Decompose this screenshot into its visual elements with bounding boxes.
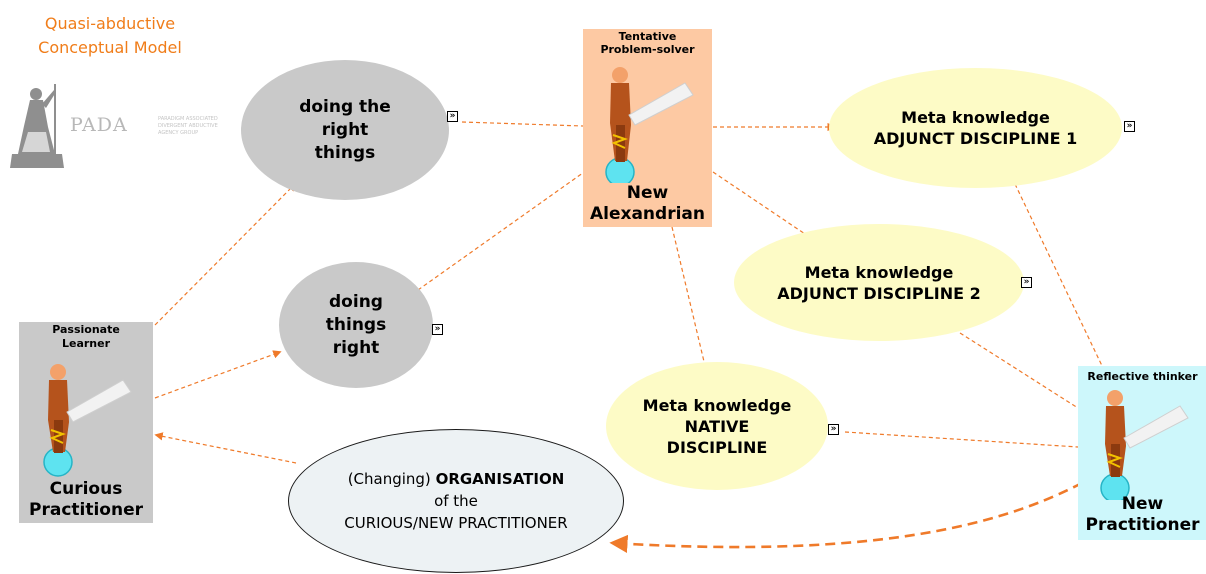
- node-text-line: Meta knowledge: [642, 395, 792, 415]
- card-role-line: Problem-solver: [600, 43, 695, 56]
- node-text-line: things: [325, 314, 387, 335]
- link-things-right-to-alexandrian: [417, 169, 588, 291]
- node-text-line: ADJUNCT DISCIPLINE 2: [777, 283, 981, 303]
- expand-icon[interactable]: »: [432, 324, 443, 335]
- node-text-line: ADJUNCT DISCIPLINE 1: [873, 129, 1078, 148]
- logo-fine-print: PARADIGM ASSOCIATED DIVERGENT ABDUCTIVE …: [158, 116, 218, 136]
- org-prefix: (Changing): [347, 470, 436, 488]
- card-curious-practitioner[interactable]: Passionate Learner Curious Practitioner: [19, 322, 153, 523]
- card-role-line: Learner: [61, 337, 111, 350]
- node-text-line: doing the: [299, 96, 391, 117]
- org-emphasis: ORGANISATION: [435, 470, 565, 488]
- node-native-discipline[interactable]: Meta knowledge NATIVE DISCIPLINE: [606, 362, 828, 490]
- link-right-things-to-alexandrian: [461, 121, 584, 127]
- card-role-line: Reflective thinker: [1087, 370, 1198, 383]
- card-role-line: Passionate: [52, 323, 120, 336]
- card-new-alexandrian[interactable]: Tentative Problem-solver New Alexandrian: [583, 29, 712, 227]
- expand-icon[interactable]: »: [447, 111, 458, 122]
- card-name-line: Practitioner: [29, 500, 143, 520]
- node-text-line: right: [332, 337, 380, 358]
- node-text-line: DISCIPLINE: [666, 437, 768, 457]
- thinker-figure-icon: [605, 67, 694, 183]
- pada-logo: PADA PARADIGM ASSOCIATED DIVERGENT ABDUC…: [8, 82, 218, 172]
- node-organisation[interactable]: (Changing) ORGANISATION of the CURIOUS/N…: [288, 429, 624, 573]
- card-name-line: Practitioner: [1085, 515, 1200, 535]
- card-name-line: New: [1121, 494, 1164, 514]
- card-name-line: Alexandrian: [589, 204, 705, 224]
- link-adjunct1-to-reflective: [1014, 183, 1105, 371]
- node-text-line: of the: [434, 492, 478, 510]
- title-line-1: Quasi-abductive: [44, 14, 176, 33]
- link-alexandrian-to-adjunct2: [712, 171, 809, 237]
- node-text-line: right: [321, 119, 369, 140]
- node-adjunct-discipline-1[interactable]: Meta knowledge ADJUNCT DISCIPLINE 1: [829, 68, 1122, 188]
- node-text-line: doing: [329, 291, 383, 312]
- expand-icon[interactable]: »: [828, 424, 839, 435]
- card-name-line: Curious: [49, 479, 123, 499]
- link-learner-to-right-things: [154, 182, 297, 326]
- card-new-practitioner[interactable]: Reflective thinker New Practitioner: [1078, 366, 1206, 540]
- node-text-line: Meta knowledge: [804, 262, 954, 282]
- node-adjunct-discipline-2[interactable]: Meta knowledge ADJUNCT DISCIPLINE 2: [734, 224, 1024, 341]
- expand-icon[interactable]: »: [1124, 121, 1135, 132]
- thinker-figure-icon: [1100, 390, 1189, 500]
- node-text-line: CURIOUS/NEW PRACTITIONER: [344, 514, 568, 532]
- link-org-to-learner: [154, 432, 297, 464]
- node-text-line: NATIVE: [684, 416, 750, 436]
- expand-icon[interactable]: »: [1021, 277, 1032, 288]
- link-alexandrian-to-native: [671, 226, 707, 371]
- logo-wordmark: PADA: [70, 114, 128, 136]
- link-native-to-reflective: [844, 431, 1079, 448]
- card-name-line: New: [626, 183, 669, 203]
- link-adjunct2-to-reflective: [959, 332, 1079, 409]
- thinker-figure-icon: [43, 364, 132, 477]
- node-text-line: things: [314, 142, 376, 163]
- title-line-2: Conceptual Model: [38, 38, 182, 57]
- statue-icon: [10, 84, 64, 168]
- link-reflective-to-org: [609, 481, 1083, 553]
- diagram-title: Quasi-abductive Conceptual Model: [10, 12, 210, 60]
- node-doing-the-right-things[interactable]: doing the right things: [241, 60, 449, 200]
- link-learner-to-things-right: [154, 350, 282, 399]
- node-doing-things-right[interactable]: doing things right: [279, 262, 433, 388]
- card-role-line: Tentative: [618, 30, 677, 43]
- node-text-line: Meta knowledge: [901, 108, 1050, 127]
